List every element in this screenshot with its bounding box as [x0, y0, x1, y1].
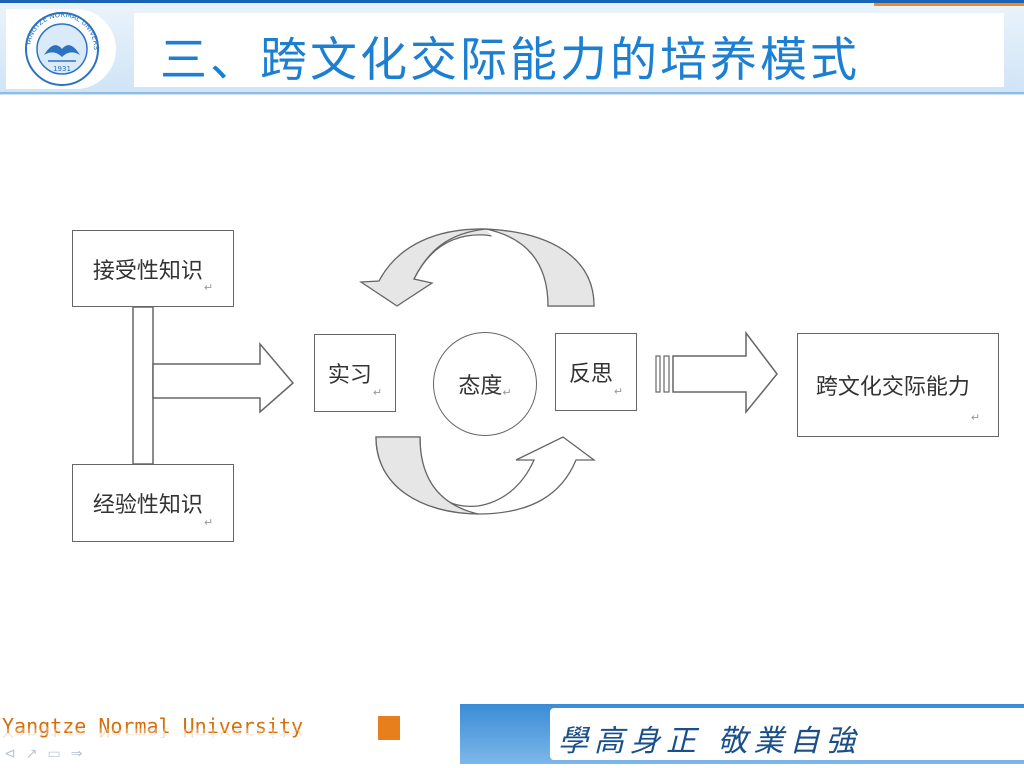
header-accent-stripe	[874, 3, 1024, 6]
nav-back-icon[interactable]: ⊲	[4, 746, 16, 762]
node-label: 跨文化交际能力	[815, 375, 970, 400]
node-label: 实习	[327, 363, 372, 388]
node-label: 接受性知识	[92, 258, 203, 284]
paragraph-mark: ↵	[203, 281, 214, 294]
arrow-stripe-1	[655, 355, 661, 393]
paragraph-mark: ↵	[203, 516, 214, 529]
node-reflection: 反思↵	[555, 333, 637, 411]
paragraph-mark: ↵	[970, 411, 981, 424]
paragraph-mark: ↵	[502, 386, 512, 399]
title-panel: 三、跨文化交际能力的培养模式	[134, 13, 1004, 88]
header-bar: YANGTZE NORMAL UNIVERSITY 1931 三、跨文化交际能力…	[0, 0, 1024, 95]
page-title: 三、跨文化交际能力的培养模式	[160, 33, 860, 88]
arrow-to-competence	[672, 330, 778, 415]
logo-year: 1931	[53, 65, 71, 73]
motto-banner: 學高身正 敬業自強	[460, 704, 1024, 764]
node-label: 反思	[568, 362, 613, 387]
node-experiential-knowledge: 经验性知识↵	[72, 464, 234, 542]
node-receptive-knowledge: 接受性知识↵	[72, 230, 234, 307]
paragraph-mark: ↵	[613, 385, 624, 398]
nav-forward-icon[interactable]: ⇒	[70, 746, 83, 762]
slide-nav: ⊲ ↗ ▭ ⇒	[4, 746, 92, 762]
footer-accent-block	[378, 716, 400, 740]
node-practice: 实习↵	[314, 334, 396, 412]
university-motto: 學高身正 敬業自強	[558, 724, 862, 759]
arrow-stripe-2	[663, 355, 670, 393]
motto-panel: 學高身正 敬業自強	[550, 708, 1024, 760]
node-intercultural-competence: 跨文化交际能力↵	[797, 333, 999, 437]
logo-emblem-icon: YANGTZE NORMAL UNIVERSITY 1931	[14, 9, 100, 86]
node-attitude: 态度↵	[433, 332, 537, 436]
nav-menu-icon[interactable]: ▭	[47, 746, 61, 762]
knowledge-connector	[132, 306, 154, 465]
university-logo: YANGTZE NORMAL UNIVERSITY 1931	[6, 9, 116, 89]
footer-university-name: Yangtze Normal University	[2, 714, 304, 738]
footer-bar: Yangtze Normal University Yangtze Normal…	[0, 702, 1024, 768]
node-label: 经验性知识	[92, 493, 203, 518]
paragraph-mark: ↵	[372, 386, 383, 399]
footer-name-reflection: Yangtze Normal University	[2, 725, 304, 740]
header-divider	[0, 92, 1024, 94]
arrow-to-practice	[152, 341, 295, 414]
node-label: 态度	[458, 374, 503, 399]
nav-pen-icon[interactable]: ↗	[25, 746, 38, 762]
